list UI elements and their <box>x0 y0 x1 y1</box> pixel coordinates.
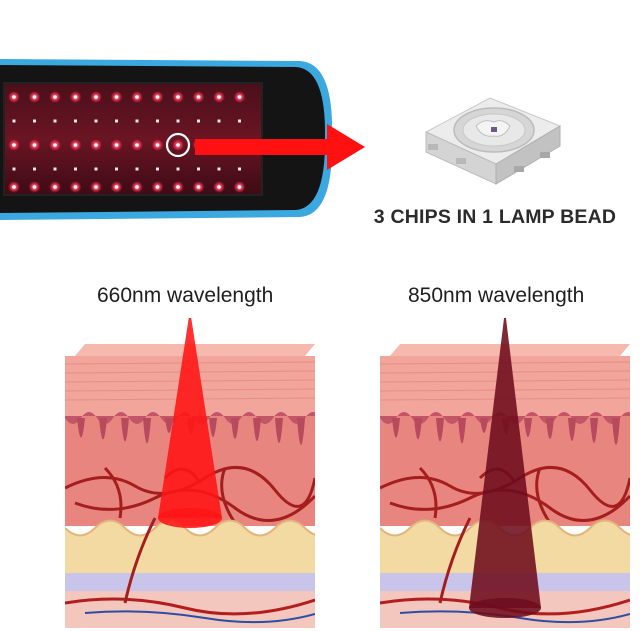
ir-led <box>238 167 241 171</box>
light-beam <box>469 318 541 608</box>
ir-led <box>217 119 221 123</box>
ir-led <box>74 119 77 123</box>
smd-lamp-bead-chip <box>424 97 562 185</box>
right-arrow-icon <box>195 124 365 170</box>
ir-led <box>197 167 200 171</box>
ir-led <box>135 167 139 171</box>
highlight-ring <box>165 132 191 158</box>
chip-caption: 3 CHIPS IN 1 LAMP BEAD <box>373 206 617 228</box>
wavelength-label-850: 850nm wavelength <box>408 284 585 307</box>
ir-led <box>33 119 36 123</box>
ir-led <box>74 167 77 171</box>
ir-led <box>12 167 16 171</box>
skin-cross-section-850 <box>380 318 630 628</box>
led-grid <box>8 91 246 193</box>
ir-led <box>156 119 159 123</box>
ir-led <box>12 119 16 123</box>
led-belt-panel <box>0 59 333 220</box>
ir-led <box>94 119 98 123</box>
ir-led <box>156 167 159 171</box>
ir-led <box>135 119 139 123</box>
ir-led <box>94 167 98 171</box>
wavelength-label-660: 660nm wavelength <box>97 284 274 307</box>
ir-led <box>217 167 221 171</box>
ir-led <box>115 167 118 171</box>
ir-led <box>115 119 118 123</box>
ir-led <box>176 167 180 171</box>
skin-cross-section-660 <box>65 318 315 628</box>
light-beam <box>158 318 222 518</box>
ir-led <box>238 119 241 123</box>
ir-led <box>197 119 200 123</box>
ir-led <box>53 119 57 123</box>
ir-led <box>53 167 57 171</box>
ir-led <box>176 119 180 123</box>
ir-led <box>33 167 36 171</box>
